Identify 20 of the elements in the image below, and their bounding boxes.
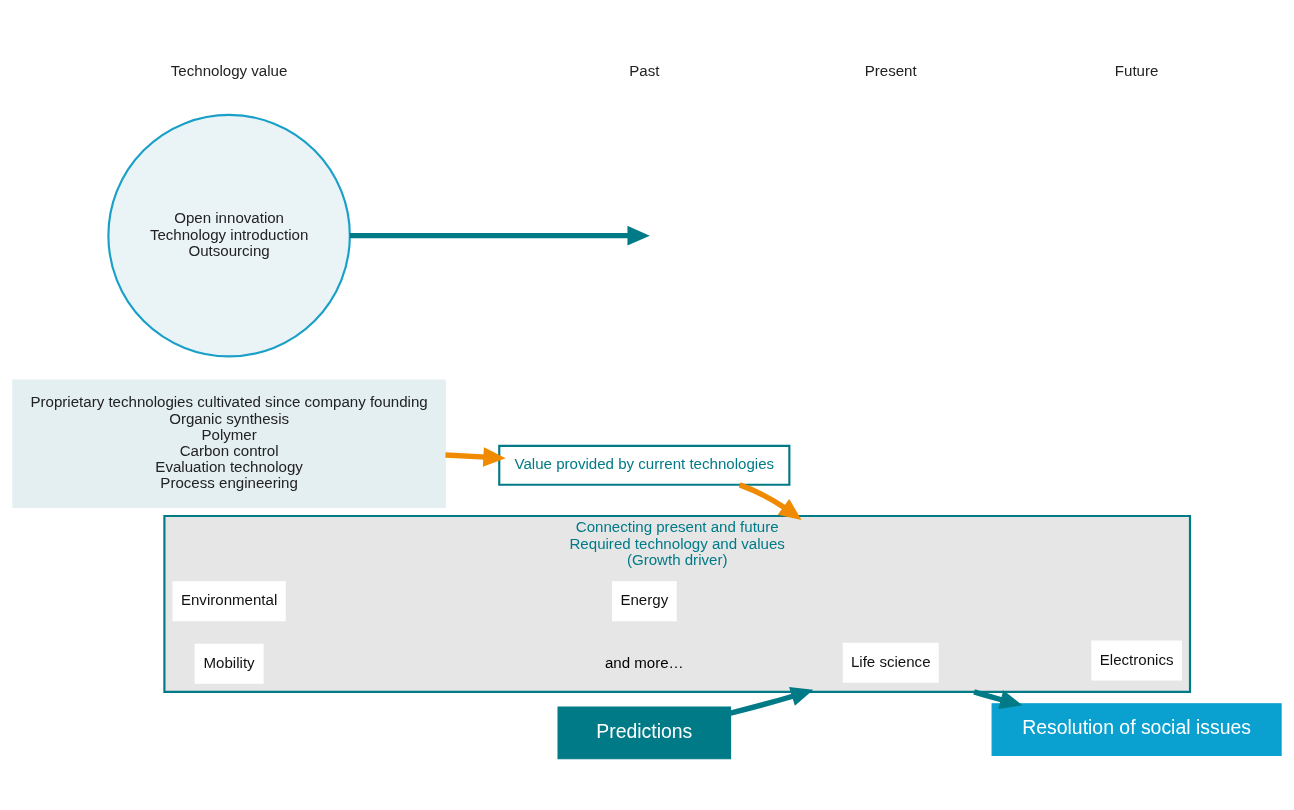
label: Future <box>1114 61 1159 79</box>
label: Technology value <box>170 61 288 79</box>
node-box: Electronics <box>1091 640 1182 680</box>
node-box: Energy <box>611 580 677 621</box>
node-box: Mobility <box>194 643 264 684</box>
label: Present <box>864 61 917 79</box>
node-box: Environmental <box>172 580 286 621</box>
node-box: Value provided by current technologies <box>498 444 791 486</box>
arrow <box>973 688 1023 709</box>
label: and more… <box>604 653 684 671</box>
arrow <box>349 225 650 245</box>
node-box: Resolution of social issues <box>991 702 1282 756</box>
arrow <box>729 686 814 716</box>
arrow <box>738 481 802 520</box>
arrow <box>445 446 506 467</box>
node-box: Predictions <box>557 705 732 759</box>
node-box: Proprietary technologies cultivated since company founding Organic synthesis Polymer Carbon control Evaluation technology Process engineering <box>12 379 446 508</box>
node-circle: Open innovation Technology introduction Outsourcing <box>107 113 351 357</box>
label: Past <box>629 61 660 79</box>
node-box: Life science <box>842 642 939 683</box>
